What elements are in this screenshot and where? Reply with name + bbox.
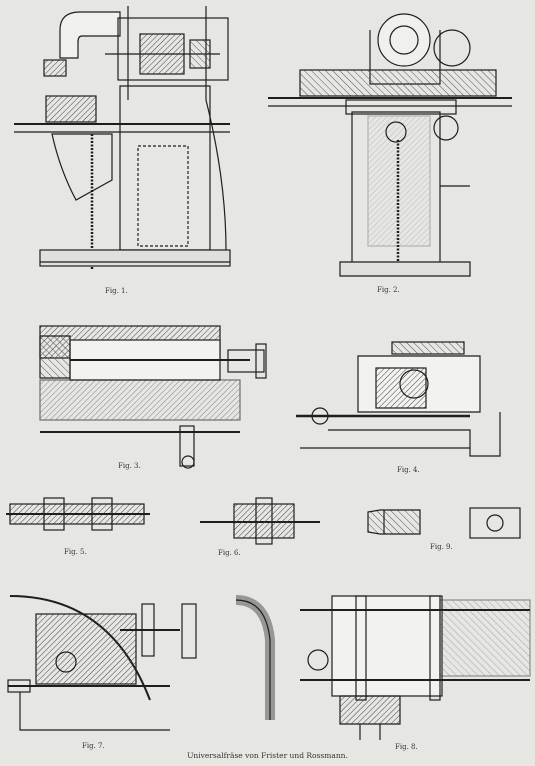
- figure-caption-fig2: Fig. 2.: [377, 286, 400, 294]
- fig6-drawing: [200, 497, 320, 545]
- fig9-drawing: [367, 507, 521, 539]
- fig2-drawing: [268, 13, 512, 277]
- figure-caption-fig6: Fig. 6.: [218, 549, 241, 557]
- figure-caption-fig4: Fig. 4.: [397, 466, 420, 474]
- figure-caption-fig5: Fig. 5.: [64, 548, 87, 556]
- figure-caption-fig3: Fig. 3.: [118, 462, 141, 470]
- fig7-drawing: [7, 595, 275, 731]
- figure-caption-fig7: Fig. 7.: [82, 742, 105, 750]
- fig4-drawing: [296, 341, 501, 457]
- fig5-drawing: [6, 497, 150, 531]
- plate-footer-caption: Universalfräse von Frister und Rossmann.: [187, 751, 348, 760]
- fig8-drawing: [300, 595, 531, 740]
- fig3-drawing: [39, 325, 267, 469]
- fig1-drawing: [14, 6, 231, 270]
- figure-caption-fig9: Fig. 9.: [430, 543, 453, 551]
- figure-caption-fig8: Fig. 8.: [395, 743, 418, 751]
- figure-caption-fig1: Fig. 1.: [105, 287, 128, 295]
